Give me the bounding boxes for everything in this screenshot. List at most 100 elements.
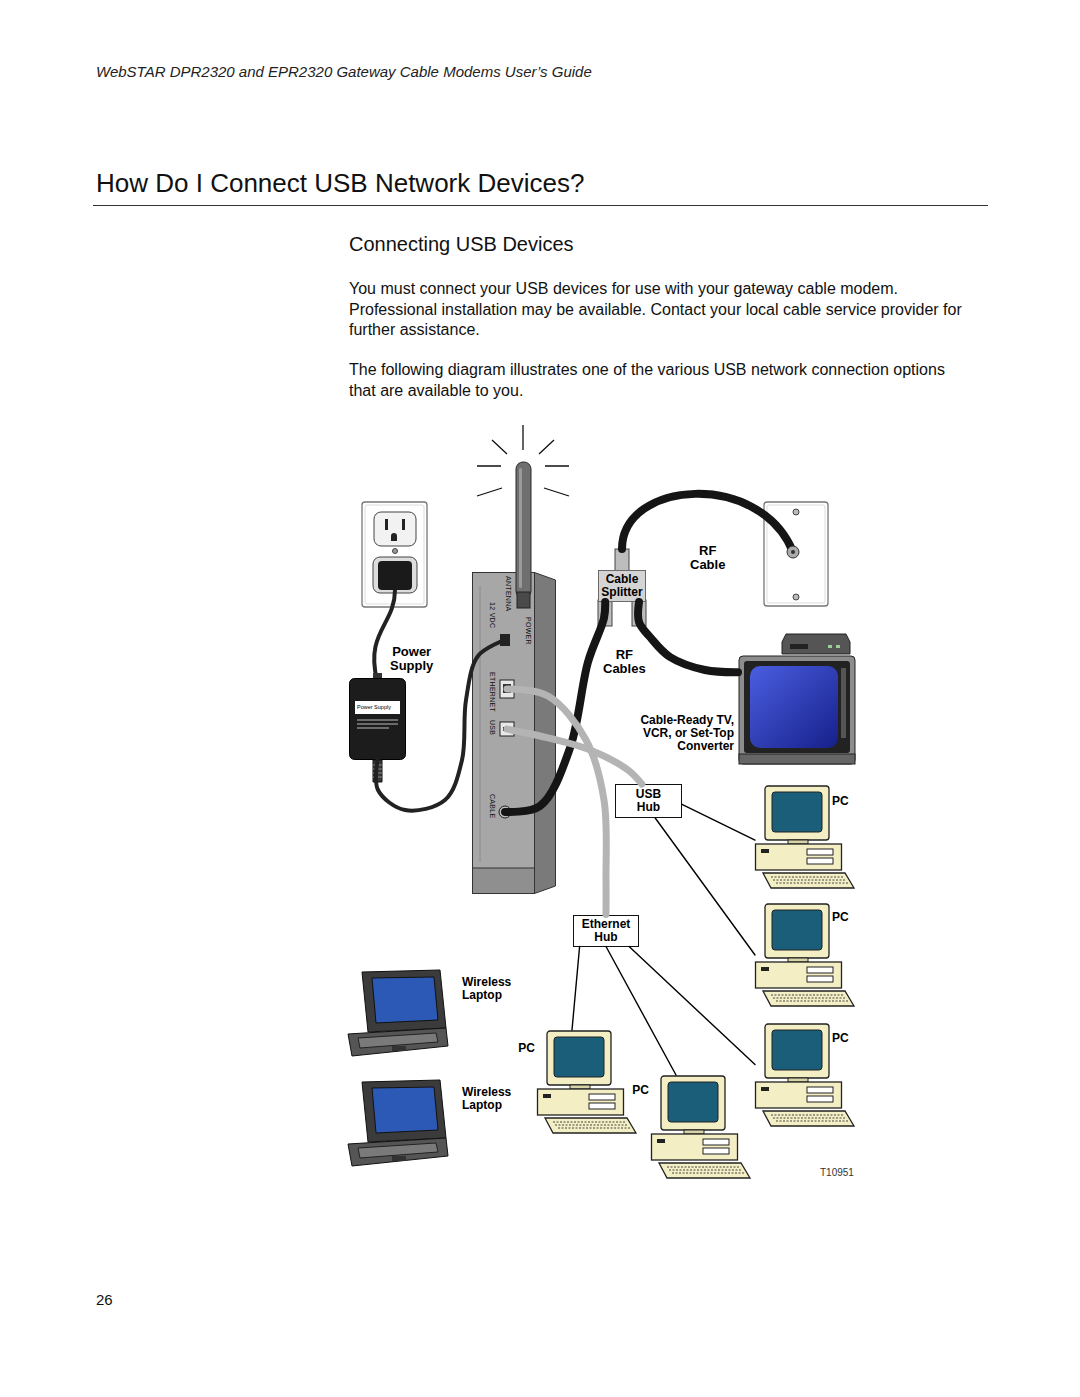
illustration-part	[362, 1080, 446, 1142]
illustration-part	[500, 634, 510, 646]
illustration-part	[589, 1103, 615, 1109]
device-label: PC	[832, 1032, 849, 1045]
illustration-part	[358, 1033, 438, 1048]
illustration-part	[763, 873, 854, 888]
page-title: How Do I Connect USB Network Devices?	[96, 168, 584, 199]
illustration-part	[772, 792, 822, 832]
illustration-part	[668, 1082, 718, 1122]
box-label: Ethernet Hub	[582, 918, 631, 944]
tv-illustration	[738, 632, 856, 766]
illustration-part	[374, 512, 416, 546]
illustration-part	[807, 1096, 833, 1102]
device-label: PC	[632, 1084, 649, 1097]
illustration-part	[519, 468, 522, 588]
network-line	[572, 947, 580, 1031]
illustration-part	[391, 533, 397, 541]
illustration-part	[652, 1134, 738, 1160]
box-label: Cable Splitter	[601, 573, 642, 599]
illustration-part	[782, 634, 850, 654]
illustration-part	[807, 976, 833, 982]
illustration-part	[517, 592, 530, 608]
illustration-part	[793, 509, 799, 515]
usb-hub: USB Hub	[615, 784, 682, 818]
brick-illustration	[349, 678, 406, 760]
illustration-part	[503, 727, 511, 731]
laptop-illustration	[348, 970, 448, 1058]
device-label: Wireless Laptop	[462, 1086, 511, 1112]
illustration-part	[473, 573, 535, 894]
illustration-part	[473, 868, 535, 894]
illustration-part	[765, 1024, 829, 1078]
illustration-part	[807, 967, 833, 973]
desktop-pc: PC	[537, 1030, 637, 1134]
illustration-part	[790, 644, 808, 649]
desktop-pc: PC	[651, 1075, 751, 1179]
illustration-part	[589, 1094, 615, 1100]
illustration-part	[372, 1087, 438, 1133]
illustration-part	[365, 505, 424, 604]
illustration-part	[480, 586, 481, 862]
illustration-part	[392, 1046, 406, 1051]
illustration-part	[373, 557, 417, 593]
ethernet-hub: Ethernet Hub	[573, 915, 639, 947]
illustration-part	[543, 1094, 551, 1098]
illustration-part	[739, 656, 855, 764]
illustration-part	[761, 1087, 769, 1091]
page-header: WebSTAR DPR2320 and EPR2320 Gateway Cabl…	[96, 63, 592, 80]
port-label: POWER	[524, 617, 532, 645]
illustration-part	[836, 645, 840, 648]
illustration-part	[503, 684, 511, 693]
illustration-part	[765, 904, 829, 958]
illustration-part	[659, 1163, 750, 1178]
illustration-part	[771, 1115, 849, 1121]
illustration-part	[793, 594, 799, 600]
illustration-part	[771, 877, 849, 883]
splitter-box: Cable Splitter	[598, 570, 646, 602]
illustration-part	[358, 1143, 438, 1158]
illustration-part	[500, 722, 514, 736]
device-label: PC	[518, 1042, 535, 1055]
device-label: PC	[832, 795, 849, 808]
illustration-part	[661, 1076, 725, 1130]
illustration-part	[703, 1139, 729, 1145]
illustration-part	[750, 666, 838, 748]
power-supply: Power SupplyPower Supply	[349, 678, 406, 760]
pc-illustration	[537, 1030, 637, 1134]
page-number: 26	[96, 1291, 113, 1308]
illustration-part	[763, 1111, 854, 1126]
device-label: Power Supply	[390, 645, 433, 673]
illustration-part	[362, 970, 446, 1032]
illustration-part	[771, 995, 849, 1001]
illustration-part	[535, 573, 556, 894]
illustration-part	[756, 844, 842, 870]
network-line	[655, 818, 755, 955]
illustration-part	[402, 519, 405, 530]
illustration-part	[372, 977, 438, 1023]
illustration-part	[791, 550, 795, 554]
device-label: Cable-Ready TV, VCR, or Set-Top Converte…	[626, 714, 734, 753]
section-heading: Connecting USB Devices	[349, 233, 574, 256]
illustration-part	[373, 765, 382, 777]
desktop-pc: PC	[755, 1023, 855, 1127]
illustration-part	[545, 1118, 636, 1133]
illustration-part	[756, 1082, 842, 1108]
device-label: PC	[832, 911, 849, 924]
port-label: 12 VDC	[488, 602, 496, 628]
illustration-part	[503, 810, 507, 814]
illustration-part	[772, 1030, 822, 1070]
illustration-part	[841, 668, 846, 738]
illustration-part	[667, 1167, 745, 1173]
illustration-part	[761, 849, 769, 853]
illustration-part	[547, 1031, 611, 1085]
coax-connector	[787, 546, 799, 558]
box-label: USB Hub	[636, 788, 661, 814]
illustration-part	[538, 1089, 624, 1115]
pc-illustration	[651, 1075, 751, 1179]
port-label: CABLE	[488, 794, 496, 818]
illustration-part	[744, 661, 850, 753]
device-label: Power Supply	[357, 704, 391, 710]
illustration-part	[355, 701, 400, 714]
laptop-illustration	[348, 1080, 448, 1168]
illustration-part	[756, 962, 842, 988]
